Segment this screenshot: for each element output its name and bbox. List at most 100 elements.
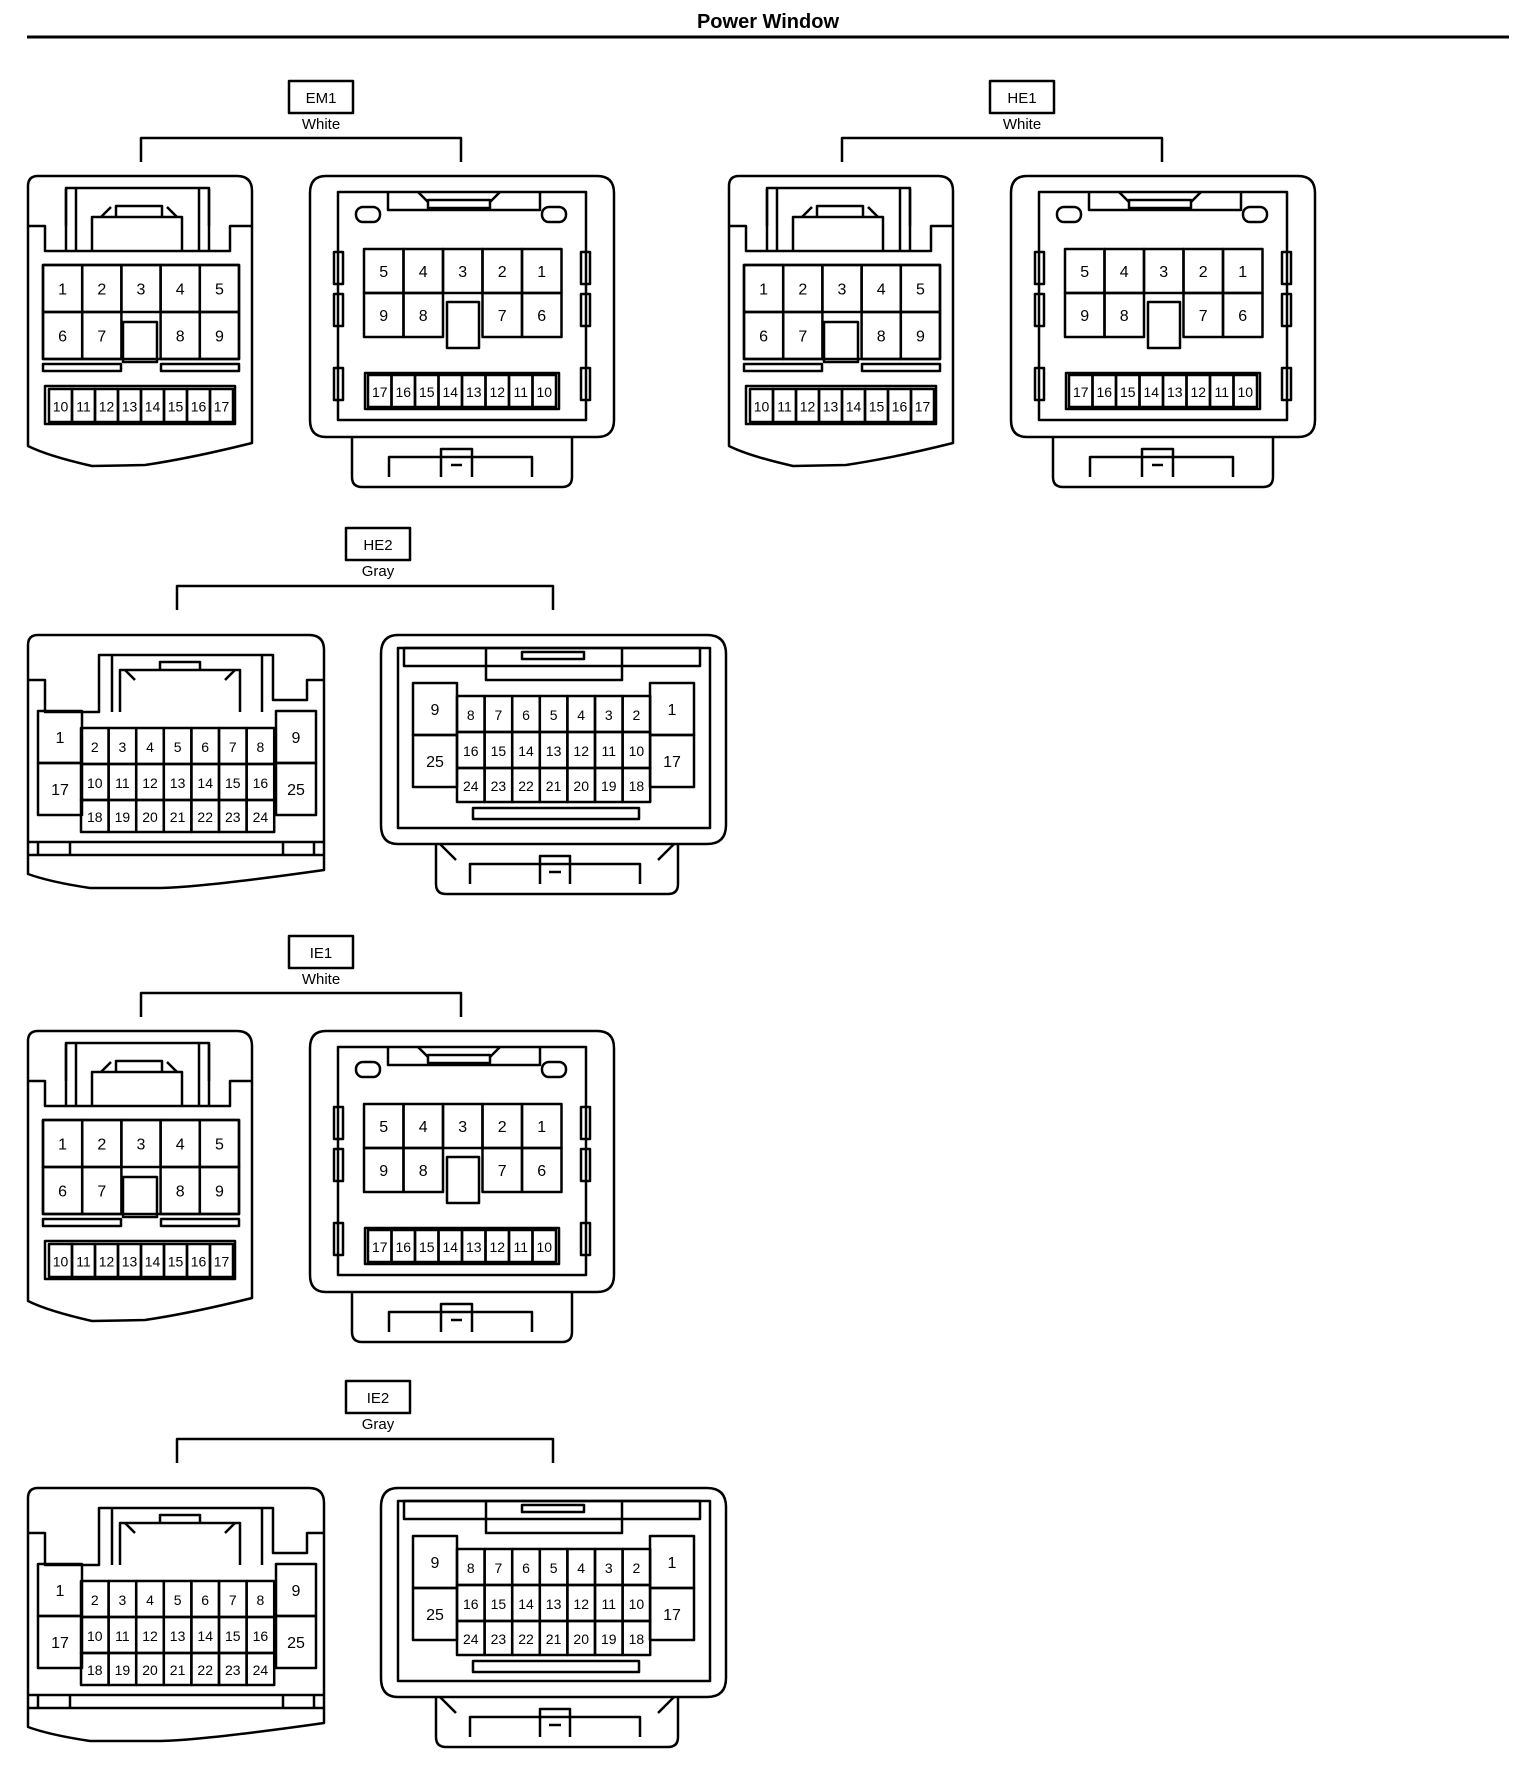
pin-number: 4 <box>577 1560 585 1576</box>
pin-number: 16 <box>191 1254 207 1270</box>
pin-cell <box>909 387 936 424</box>
housing-outline <box>64 1044 211 1106</box>
housing-outline <box>1118 191 1202 203</box>
pin-number: 16 <box>395 1239 411 1255</box>
pin-number: 9 <box>379 1163 388 1180</box>
key-slot <box>121 1175 159 1219</box>
pin-cell <box>274 761 318 817</box>
housing-outline <box>118 1521 242 1565</box>
pin-number: 2 <box>97 282 106 299</box>
housing-outline <box>439 447 474 477</box>
side-slot <box>1280 250 1293 286</box>
pin-number: 9 <box>1080 308 1089 325</box>
pin-number: 3 <box>458 1119 467 1136</box>
housing-outline <box>100 1061 178 1073</box>
housing-outline <box>417 191 501 203</box>
housing-outline <box>28 653 324 714</box>
housing-outline <box>386 192 542 212</box>
pin-number: 16 <box>395 384 411 400</box>
pin-number: 7 <box>97 329 106 346</box>
pin-number: 21 <box>170 809 186 825</box>
pin-number: 13 <box>466 384 482 400</box>
pin-cell <box>402 1146 445 1194</box>
pin-number: 14 <box>846 399 862 415</box>
housing-outline <box>801 206 879 218</box>
top-latch-bar <box>402 1499 702 1521</box>
pin-cell <box>1232 373 1259 409</box>
pin-number: 8 <box>257 739 265 755</box>
pin-number: 15 <box>168 1254 184 1270</box>
pin-cell <box>245 1651 276 1687</box>
pin-number: 10 <box>629 743 645 759</box>
pin-cell <box>80 310 123 361</box>
side-slot <box>579 366 592 402</box>
vent-oval <box>540 205 568 224</box>
pin-number: 4 <box>146 739 154 755</box>
pin-number: 5 <box>550 707 558 723</box>
pin-number: 6 <box>201 739 209 755</box>
pin-number: 14 <box>518 1596 534 1612</box>
pin-number: 19 <box>601 778 617 794</box>
pin-number: 6 <box>522 707 530 723</box>
connector-bracket <box>175 584 555 610</box>
pin-number: 17 <box>915 399 931 415</box>
pin-number: 8 <box>257 1592 265 1608</box>
housing-outline <box>158 660 202 670</box>
housing-outline <box>727 174 955 468</box>
pin-number: 14 <box>197 1628 213 1644</box>
pin-cell <box>80 1165 123 1216</box>
pin-number: 10 <box>536 1239 552 1255</box>
side-slot <box>332 1147 345 1183</box>
pin-number: 12 <box>489 1239 505 1255</box>
pin-number: 1 <box>668 702 677 719</box>
pin-number: 15 <box>168 399 184 415</box>
pin-cell <box>531 373 558 409</box>
pin-cell <box>274 1614 318 1670</box>
key-slot <box>822 320 860 364</box>
pin-cell <box>621 1619 652 1657</box>
key-slot <box>121 320 159 364</box>
pin-number: 9 <box>431 702 440 719</box>
housing-outline <box>28 1079 252 1108</box>
housing-outline <box>110 1508 264 1565</box>
pin-number: 20 <box>142 809 158 825</box>
vent-oval <box>1055 205 1083 224</box>
pin-number: 15 <box>1120 384 1136 400</box>
pin-number: 3 <box>1159 264 1168 281</box>
pin-number: 9 <box>215 1184 224 1201</box>
connector-code: IE1 <box>310 945 333 962</box>
pin-number: 22 <box>518 1631 534 1647</box>
pin-number: 19 <box>115 809 131 825</box>
pin-number: 10 <box>53 399 69 415</box>
housing-outline <box>36 1695 316 1708</box>
pin-number: 12 <box>99 399 115 415</box>
housing-outline <box>350 437 574 489</box>
pin-number: 13 <box>122 1254 138 1270</box>
pin-number: 24 <box>253 1662 269 1678</box>
pin-number: 25 <box>426 1607 444 1624</box>
pin-cell <box>899 310 942 361</box>
top-rib <box>520 1503 586 1514</box>
pin-cell <box>1103 291 1146 339</box>
housing-outline <box>26 1029 254 1323</box>
pin-number: 16 <box>1096 384 1112 400</box>
housing-outline <box>28 840 324 857</box>
pin-number: 14 <box>197 775 213 791</box>
pin-number: 13 <box>170 775 186 791</box>
housing-outline <box>765 189 912 251</box>
pin-number: 25 <box>287 1635 305 1652</box>
housing-outline <box>74 1043 201 1106</box>
housing-outline <box>124 1522 236 1534</box>
connector-color: Gray <box>362 563 395 580</box>
pin-number: 6 <box>759 329 768 346</box>
side-slot <box>1033 366 1046 402</box>
latch-bar <box>41 362 123 373</box>
pin-number: 8 <box>419 308 428 325</box>
pin-number: 16 <box>463 1596 479 1612</box>
pin-number: 13 <box>1167 384 1183 400</box>
pin-number: 10 <box>629 1596 645 1612</box>
connector-code: HE2 <box>363 537 392 554</box>
